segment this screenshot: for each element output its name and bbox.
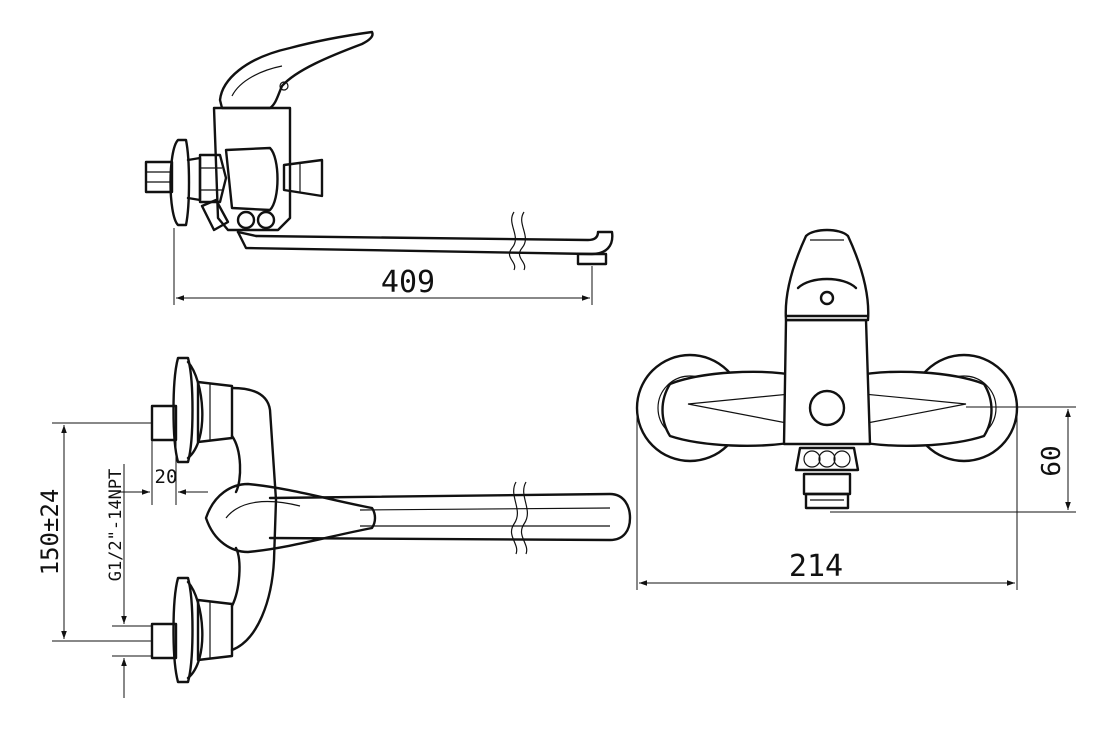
dimension-inlet-depth: 20 <box>155 466 178 488</box>
side-view <box>144 30 614 305</box>
dimension-inlet-spacing: 150±24 <box>36 489 64 576</box>
dimension-spout-length: 409 <box>381 265 435 300</box>
dimension-body-width: 214 <box>789 549 843 584</box>
dimension-thread: G1/2"-14NPT <box>106 469 126 582</box>
dimension-front-height: 60 <box>1037 445 1067 476</box>
front-view <box>635 228 1076 590</box>
top-view <box>52 356 632 698</box>
